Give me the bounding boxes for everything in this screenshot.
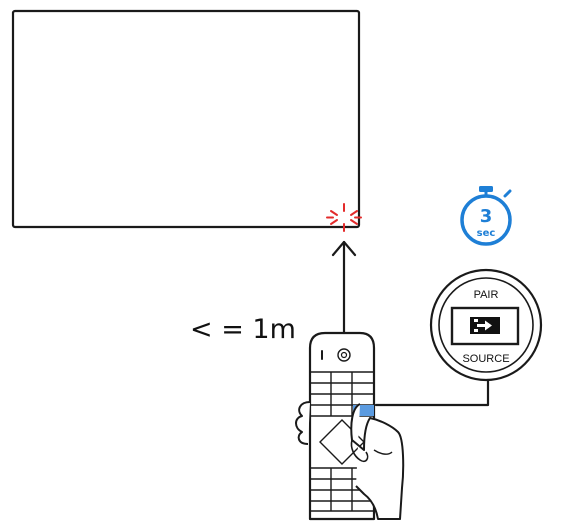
- hand-icon: [295, 401, 405, 520]
- pair-label: PAIR: [474, 289, 499, 301]
- distance-label: < = 1m: [190, 314, 296, 345]
- callout-connector: [374, 378, 490, 407]
- stopwatch-icon: [460, 186, 512, 246]
- source-input-icon: [470, 317, 500, 334]
- timer-unit: sec: [477, 228, 496, 239]
- power-icon: [337, 348, 351, 362]
- source-label: SOURCE: [462, 353, 509, 365]
- highlighted-source-key: [353, 405, 374, 416]
- tv-screen: [11, 9, 361, 229]
- ir-receiver-burst-icon: [326, 203, 362, 232]
- signal-arrow: [331, 240, 357, 335]
- timer-value: 3: [480, 206, 493, 227]
